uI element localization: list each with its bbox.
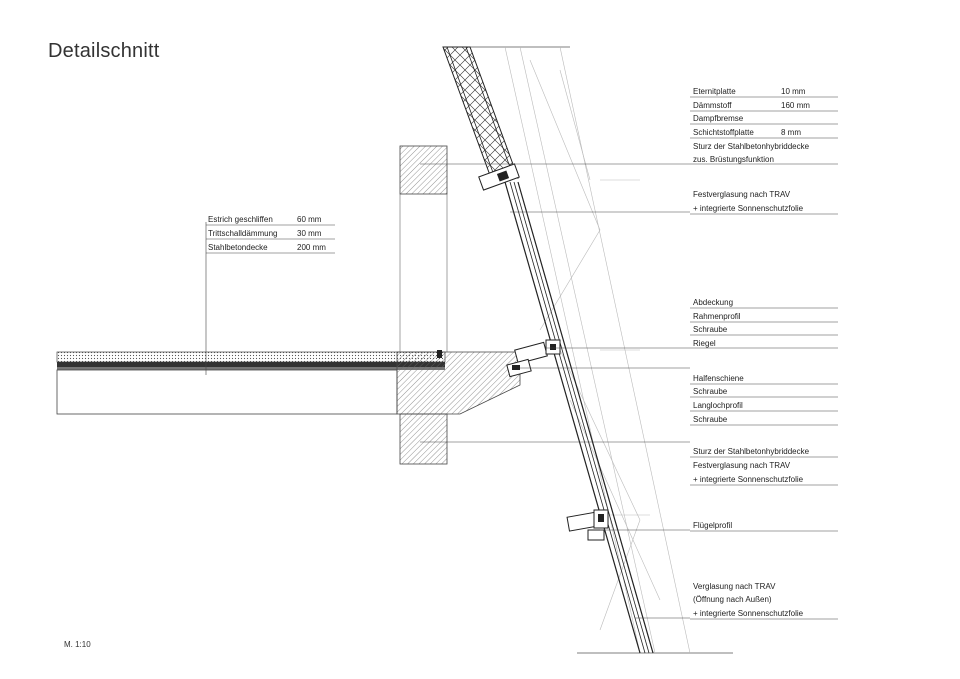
annotation-line: (Öffnung nach Außen) xyxy=(693,595,772,604)
annotation-line: Schraube xyxy=(693,325,728,334)
lintel-upper xyxy=(399,145,448,195)
impact-insulation-layer xyxy=(57,362,445,367)
roof-layer-value: 8 mm xyxy=(781,128,801,137)
annotation-line: Flügelprofil xyxy=(693,521,732,530)
floor-layer-name: Estrich geschliffen xyxy=(208,215,273,224)
lintel-lower xyxy=(399,413,448,465)
annotation-line: + integrierte Sonnenschutzfolie xyxy=(693,609,804,618)
annotation-line: Langlochprofil xyxy=(693,401,743,410)
annotation-line: Verglasung nach TRAV xyxy=(693,582,776,591)
roof-annotation: Eternitplatte 10 mm Dämmstoff 160 mm Dam… xyxy=(690,87,838,165)
roof-layer-name: Schichtstoffplatte xyxy=(693,128,754,137)
floor-annotation: Estrich geschliffen 60 mm Trittschalldäm… xyxy=(206,215,335,254)
slab-edge-beam xyxy=(396,351,521,415)
transom-profile xyxy=(506,339,561,378)
annotation-line: Riegel xyxy=(693,339,716,348)
annotation-line: Halfenschiene xyxy=(693,374,744,383)
floor-layer-value: 200 mm xyxy=(297,243,326,252)
annotation-line: + integrierte Sonnenschutzfolie xyxy=(693,475,804,484)
roof-layer-name: Dampfbremse xyxy=(693,114,744,123)
roof-layer-name: Sturz der Stahlbetonhybriddecke xyxy=(693,142,810,151)
transom-annotation: Abdeckung Rahmenprofil Schraube Riegel xyxy=(690,298,838,349)
sash-profile xyxy=(566,509,609,541)
inclined-glazing xyxy=(504,181,654,654)
roof-layer-value: 10 mm xyxy=(781,87,806,96)
roof-layer-name: zus. Brüstungsfunktion xyxy=(693,155,774,164)
annotation-line: Schraube xyxy=(693,415,728,424)
floor-layer-name: Stahlbetondecke xyxy=(208,243,268,252)
drawing-title: Detailschnitt xyxy=(48,40,160,62)
annotation-line: Abdeckung xyxy=(693,298,733,307)
scale-label: M. 1:10 xyxy=(64,640,91,649)
concrete-slab xyxy=(56,369,398,415)
annotation-line: + integrierte Sonnenschutzfolie xyxy=(693,204,804,213)
fixed-glazing-mid-annotation: Sturz der Stahlbetonhybriddecke Festverg… xyxy=(690,447,838,486)
annotation-line: Schraube xyxy=(693,387,728,396)
sash-annotation: Flügelprofil xyxy=(690,521,838,532)
annotation-line: Sturz der Stahlbetonhybriddecke xyxy=(693,447,810,456)
roof-layer-name: Dämmstoff xyxy=(693,101,732,110)
fixed-glazing-top-annotation: Festverglasung nach TRAV + integrierte S… xyxy=(690,190,838,215)
annotation-line: Festverglasung nach TRAV xyxy=(693,190,791,199)
annotation-line: Festverglasung nach TRAV xyxy=(693,461,791,470)
screed-layer xyxy=(56,351,446,363)
floor-layer-value: 30 mm xyxy=(297,229,322,238)
floor-layer-value: 60 mm xyxy=(297,215,322,224)
annotation-line: Rahmenprofil xyxy=(693,312,741,321)
roof-layer-value: 160 mm xyxy=(781,101,810,110)
floor-layer-name: Trittschalldämmung xyxy=(208,229,278,238)
roof-layer-name: Eternitplatte xyxy=(693,87,736,96)
opening-glazing-annotation: Verglasung nach TRAV (Öffnung nach Außen… xyxy=(690,582,838,620)
anchor-annotation: Halfenschiene Schraube Langlochprofil Sc… xyxy=(690,374,838,426)
